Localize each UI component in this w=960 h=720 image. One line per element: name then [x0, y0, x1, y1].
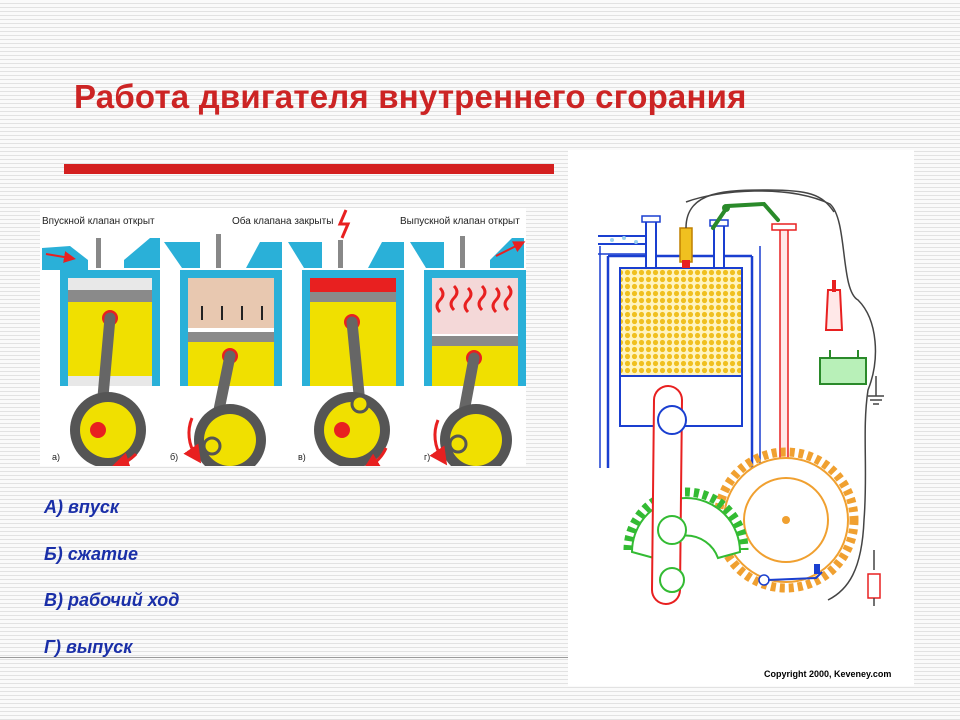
title-underline	[64, 164, 554, 174]
stroke-panel-intake: а)	[42, 238, 160, 466]
four-stroke-diagram: Впускной клапан открыт Оба клапана закры…	[40, 208, 526, 466]
stroke-panel-power: в)	[288, 209, 404, 466]
bottom-divider	[0, 657, 568, 658]
cam-gear	[713, 447, 859, 593]
panel-label-c: в)	[298, 452, 306, 462]
cylinder	[599, 246, 761, 468]
stroke-legend: А) впуск Б) сжатие В) рабочий ход Г) вып…	[44, 497, 179, 683]
ignition-wiring	[685, 189, 884, 620]
panel-label-b: б)	[170, 452, 178, 462]
engine-animation-frame: Copyright 2000, Keveney.com	[568, 150, 914, 686]
breaker-arm	[758, 564, 823, 586]
header-label-exhaust: Выпускной клапан открыт	[400, 216, 520, 227]
slide-title: Работа двигателя внутреннего сгорания	[74, 78, 747, 115]
header-label-closed: Оба клапана закрыты	[232, 215, 333, 227]
copyright-backdrop	[738, 606, 914, 664]
copyright-text: Copyright 2000, Keveney.com	[764, 669, 892, 679]
legend-item-exhaust: Г) выпуск	[44, 636, 133, 657]
panel-label-d: г)	[424, 452, 430, 462]
panel-label-a: а)	[52, 452, 60, 462]
valve-train	[641, 215, 729, 269]
header-label-intake: Впускной клапан открыт	[42, 216, 155, 227]
stroke-panel-compression: б)	[164, 234, 282, 466]
intake-port	[598, 235, 648, 255]
connecting-rod	[651, 385, 687, 605]
legend-item-intake: А) впуск	[44, 497, 120, 517]
legend-item-power: В) рабочий ход	[44, 590, 180, 610]
stroke-panel-exhaust: г)	[410, 236, 526, 466]
legend-item-compression: Б) сжатие	[44, 543, 139, 564]
